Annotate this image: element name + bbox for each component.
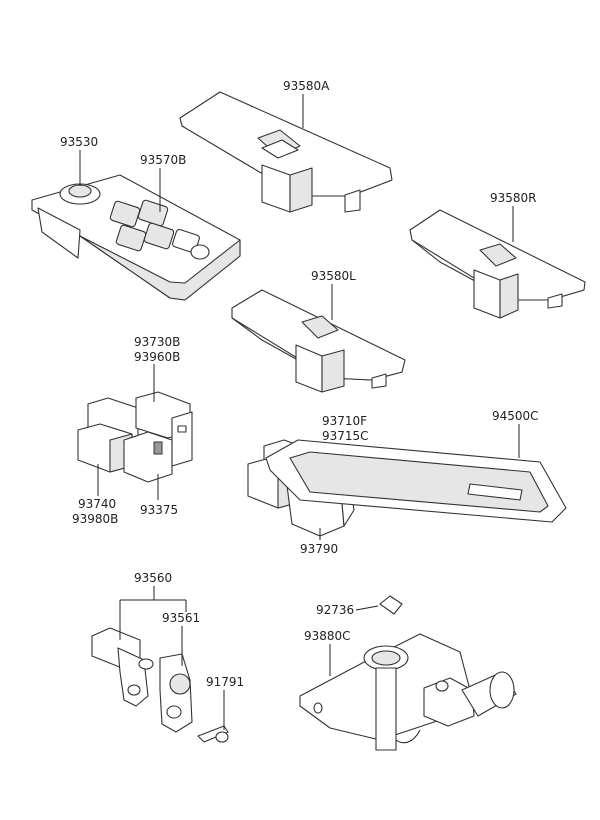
label-91791: 91791 — [206, 675, 244, 689]
label-93570B: 93570B — [140, 153, 186, 167]
label-93580L: 93580L — [311, 269, 356, 283]
part-94500C-drawing — [265, 439, 567, 523]
leader-92736 — [355, 605, 379, 611]
part-93560-drawing — [91, 627, 229, 743]
label-93375: 93375 — [140, 503, 178, 517]
label-93740: 93740 — [78, 497, 116, 511]
label-93580R: 93580R — [490, 191, 537, 205]
label-93530: 93530 — [60, 135, 98, 149]
label-93580A: 93580A — [283, 79, 330, 93]
label-93710F: 93710F — [322, 414, 367, 428]
label-93960B: 93960B — [134, 350, 180, 364]
part-93730B-drawing — [77, 391, 193, 483]
label-93560: 93560 — [134, 571, 172, 585]
label-93715C: 93715C — [322, 429, 369, 443]
part-93570B-drawing — [31, 174, 241, 301]
label-93730B: 93730B — [134, 335, 180, 349]
label-93880C: 93880C — [304, 629, 351, 643]
part-93580R-drawing — [409, 209, 586, 319]
label-93790: 93790 — [300, 542, 338, 556]
label-93561: 93561 — [162, 611, 200, 625]
label-94500C: 94500C — [492, 409, 539, 423]
part-93880C-drawing — [299, 595, 517, 751]
label-92736: 92736 — [316, 603, 354, 617]
part-93580L-drawing — [231, 289, 406, 393]
label-93980B: 93980B — [72, 512, 118, 526]
part-93580A-drawing — [179, 91, 393, 213]
